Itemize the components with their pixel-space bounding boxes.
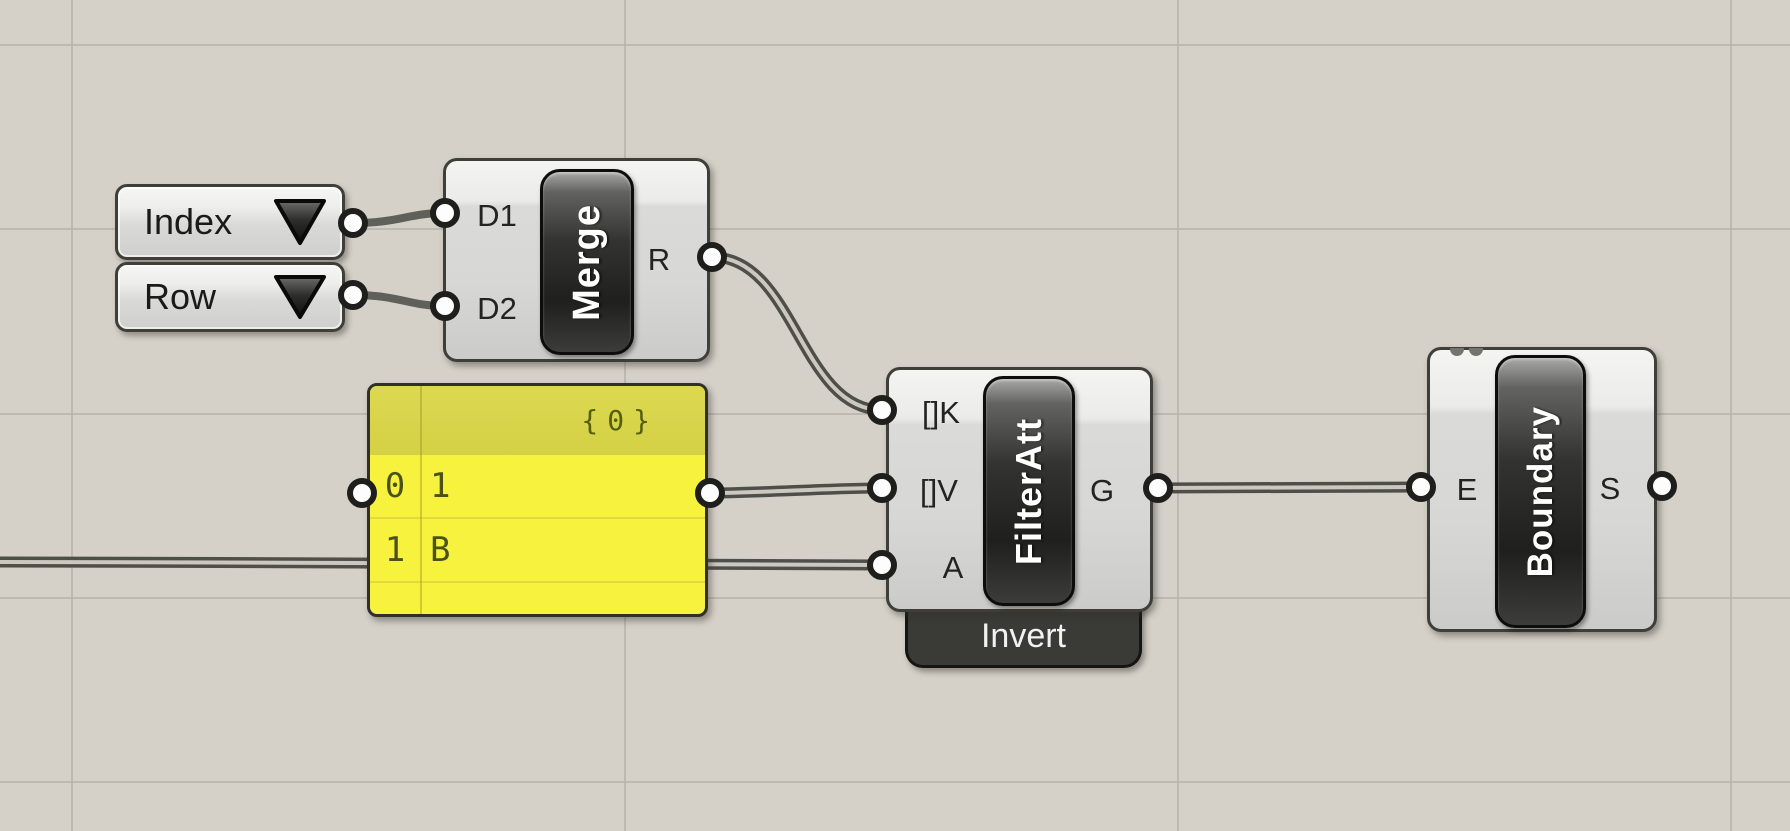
boundary-marker-dot bbox=[1469, 348, 1483, 356]
panel-row-index: 0 bbox=[384, 466, 406, 506]
dropdown-triangle-icon[interactable] bbox=[273, 198, 327, 246]
merge-output-port-r[interactable] bbox=[697, 242, 727, 272]
boundary-name: Boundary bbox=[1520, 405, 1560, 578]
panel-output-port[interactable] bbox=[695, 478, 725, 508]
merge-input-port-d1[interactable] bbox=[430, 198, 460, 228]
boundary-marker-dot bbox=[1450, 348, 1464, 356]
wire-merge-to-filteratt-k-core bbox=[710, 255, 884, 412]
filteratt-input-port-keys[interactable] bbox=[867, 395, 897, 425]
filteratt-output-port-geometry[interactable] bbox=[1143, 473, 1173, 503]
boundary-component[interactable]: E S Boundary bbox=[1427, 347, 1657, 632]
value-list-index[interactable]: Index bbox=[115, 184, 345, 260]
merge-input-label-d1: D1 bbox=[477, 198, 517, 233]
panel-path-header: {0} bbox=[370, 386, 705, 455]
boundary-input-port-e[interactable] bbox=[1406, 472, 1436, 502]
dropdown-triangle-icon[interactable] bbox=[273, 274, 327, 320]
boundary-output-label-s: S bbox=[1599, 471, 1621, 506]
panel-index-separator bbox=[420, 386, 422, 614]
wire-panel-to-filteratt-v-core bbox=[708, 486, 884, 495]
index-output-port[interactable] bbox=[338, 208, 368, 238]
panel-row-index: 1 bbox=[384, 530, 406, 570]
panel-row: 1 B bbox=[370, 519, 705, 583]
filteratt-name: FilterAtt bbox=[1008, 417, 1049, 565]
boundary-name-capsule[interactable]: Boundary bbox=[1495, 355, 1586, 628]
merge-input-label-d2: D2 bbox=[477, 291, 517, 326]
panel-row-value: 1 bbox=[430, 466, 451, 506]
filteratt-output-label-geometry: G bbox=[1089, 473, 1115, 508]
filteratt-input-port-attributes[interactable] bbox=[867, 550, 897, 580]
boundary-input-label-e: E bbox=[1456, 472, 1478, 507]
filteratt-name-capsule[interactable]: FilterAtt bbox=[983, 376, 1075, 606]
merge-component[interactable]: D1 D2 R Merge bbox=[443, 158, 710, 362]
filteratt-input-port-values[interactable] bbox=[867, 473, 897, 503]
merge-output-label-r: R bbox=[647, 242, 671, 277]
filteratt-input-label-values: []V bbox=[920, 473, 958, 508]
panel-row-value: B bbox=[430, 530, 451, 570]
value-list-index-label: Index bbox=[144, 201, 233, 242]
panel-input-port[interactable] bbox=[347, 478, 377, 508]
filteratt-invert-label: Invert bbox=[980, 617, 1067, 655]
filteratt-input-label-attributes: A bbox=[942, 550, 964, 585]
merge-name: Merge bbox=[565, 203, 608, 321]
value-list-row[interactable]: Row bbox=[115, 262, 345, 332]
filteratt-input-label-keys: []K bbox=[922, 395, 960, 430]
merge-name-capsule[interactable]: Merge bbox=[540, 169, 634, 355]
panel-row: 0 1 bbox=[370, 455, 705, 519]
wire-filteratt-to-boundary-core bbox=[1156, 485, 1423, 490]
merge-input-port-d2[interactable] bbox=[430, 291, 460, 321]
row-output-port[interactable] bbox=[338, 280, 368, 310]
filteratt-component[interactable]: []K []V A G FilterAtt bbox=[886, 367, 1153, 612]
value-list-row-label: Row bbox=[144, 276, 217, 317]
data-panel[interactable]: {0} 0 1 1 B bbox=[367, 383, 708, 617]
boundary-output-port-s[interactable] bbox=[1647, 471, 1677, 501]
